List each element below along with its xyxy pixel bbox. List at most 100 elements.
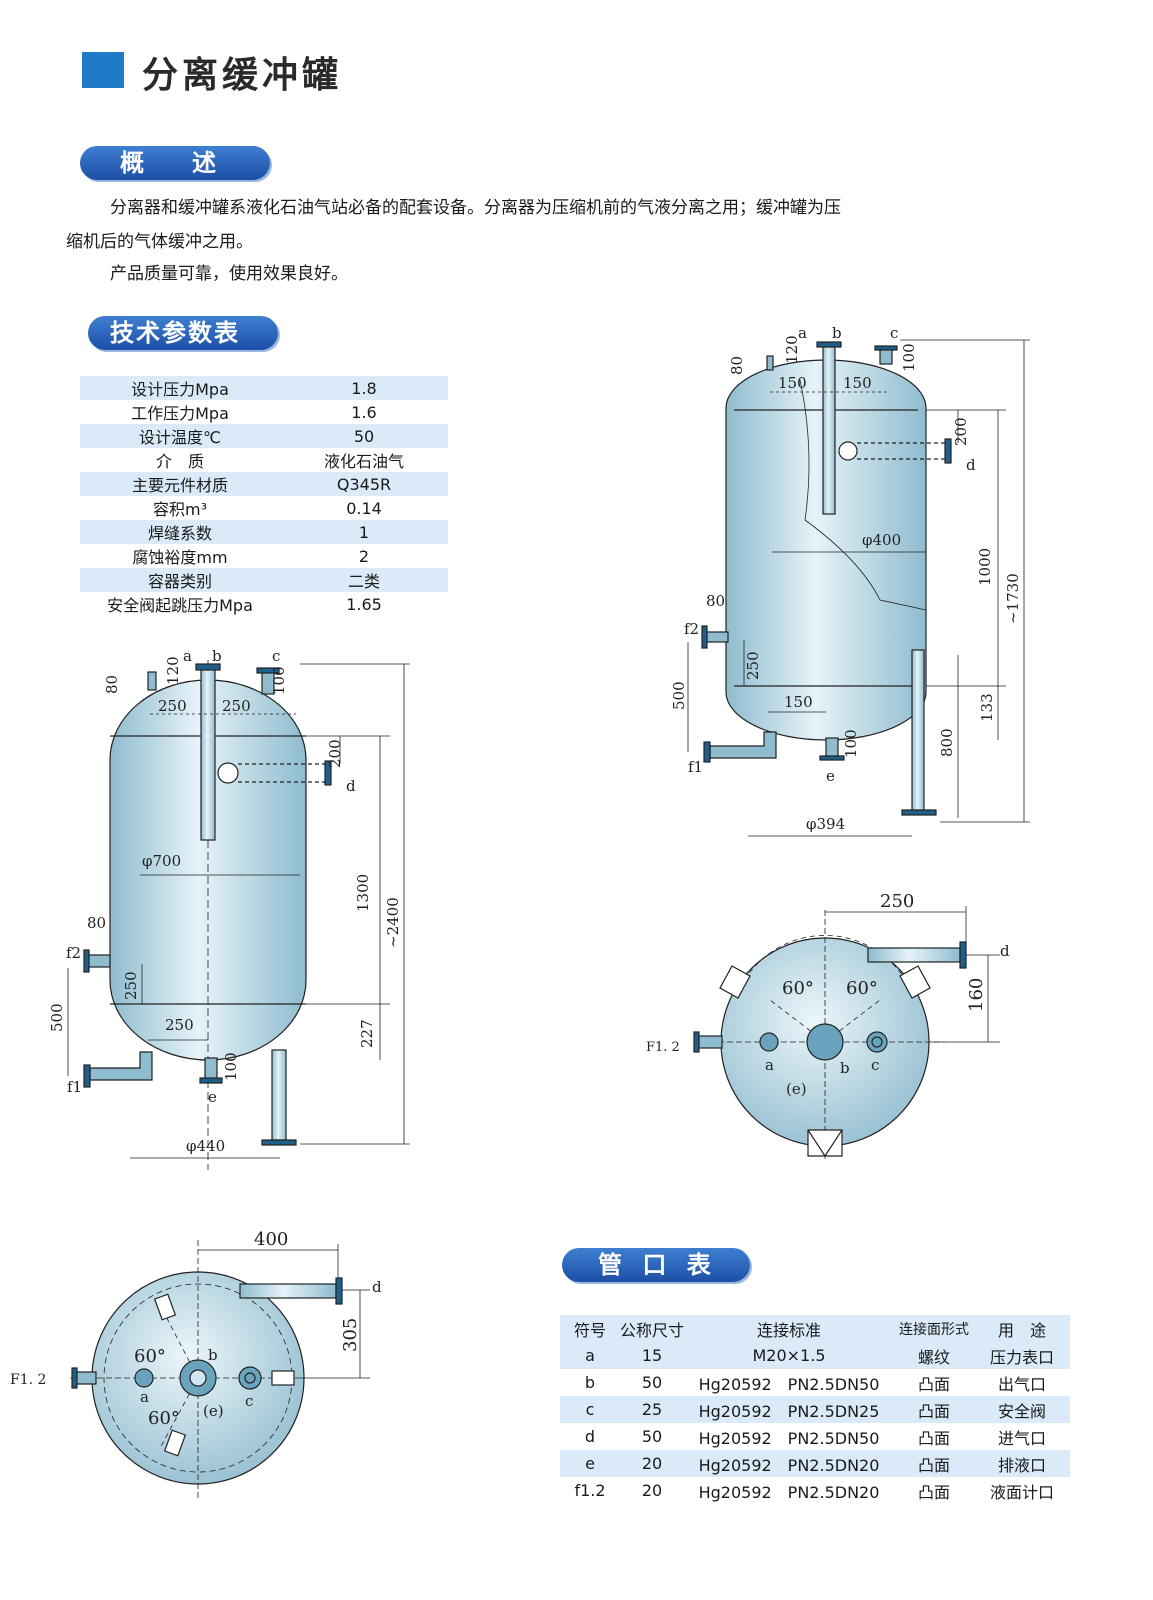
large-dim-100: 100 — [270, 666, 288, 695]
spec-heading: 技术参数表 — [88, 316, 278, 350]
small-dim-phi394: φ394 — [806, 815, 845, 833]
small-dim-150b: 150 — [843, 374, 872, 392]
small-dim-phi400: φ400 — [862, 531, 901, 549]
overview-text-2: 产品质量可靠，使用效果良好。 — [110, 264, 348, 284]
top-large-label-e: (e) — [203, 1402, 224, 1420]
top-small-dim-160: 160 — [966, 978, 987, 1012]
small-dim-100: 100 — [900, 343, 918, 372]
nozzle-f2 — [87, 954, 111, 968]
nozzle-b — [200, 667, 216, 841]
top-small-label-a: a — [765, 1056, 774, 1074]
nozzle-e — [204, 1057, 218, 1081]
large-label-c: c — [272, 647, 280, 665]
small-dim-80b: 80 — [706, 592, 725, 610]
small-label-c: c — [890, 324, 898, 342]
small-label-f1: f1 — [688, 758, 703, 776]
top-view-small: 250 160 60° 60° F1. 2 a b c d (e) — [646, 891, 1010, 1160]
large-dim-1300: 1300 — [354, 874, 372, 912]
overview-text-1: 分离器和缓冲罐系液化石油气站必备的配套设备。分离器为压缩机前的气液分离之用；缓冲… — [110, 198, 841, 218]
small-dim-200: 200 — [952, 417, 970, 446]
top-small-label-d: d — [1000, 942, 1010, 960]
large-label-e: e — [208, 1088, 217, 1106]
top-large-label-f: F1. 2 — [10, 1372, 46, 1388]
large-dim-227: 227 — [358, 1019, 376, 1048]
large-dim-250c: 250 — [165, 1016, 194, 1034]
large-dim-phi440: φ440 — [186, 1137, 225, 1155]
large-label-a: a — [183, 647, 192, 665]
large-dim-2400: ~2400 — [384, 897, 402, 948]
title-block-icon — [82, 52, 124, 88]
small-label-d: d — [966, 456, 976, 474]
top-small-angle-2: 60° — [846, 978, 878, 999]
small-dim-100b: 100 — [842, 729, 860, 758]
top-large-label-c: c — [245, 1392, 253, 1410]
nozzle-a — [147, 671, 157, 691]
top-large-dim-400: 400 — [254, 1229, 288, 1250]
top-view-large: 400 305 60° 60° F1. 2 a b c d (e) — [10, 1229, 382, 1500]
overview-heading: 概 述 — [80, 146, 270, 180]
small-dim-250-vert: 250 — [744, 651, 762, 680]
top-large-label-b: b — [208, 1346, 218, 1364]
top-small-label-f: F1. 2 — [646, 1040, 680, 1055]
large-dim-120: 120 — [164, 656, 182, 685]
top-large-dim-305: 305 — [340, 1318, 361, 1352]
large-label-d: d — [346, 777, 356, 795]
small-label-b: b — [832, 324, 842, 342]
pipe-heading: 管 口 表 — [562, 1248, 750, 1282]
nozzle-f1 — [89, 1051, 153, 1081]
overview-text-1b: 缩机后的气体缓冲之用。 — [66, 232, 253, 252]
small-label-e: e — [826, 767, 835, 785]
top-small-label-c: c — [871, 1056, 879, 1074]
small-dim-133: 133 — [978, 693, 996, 722]
small-dim-120: 120 — [783, 335, 801, 364]
top-small-dim-250: 250 — [880, 891, 914, 912]
top-small-angle-1: 60° — [782, 978, 814, 999]
small-dim-1000: 1000 — [976, 548, 994, 586]
small-vessel-drawing: a b c d e f1 f2 80 120 100 150 150 200 φ… — [670, 324, 1030, 837]
top-large-angle-2: 60° — [148, 1408, 180, 1429]
large-dim-200: 200 — [326, 739, 344, 768]
small-dim-150a: 150 — [778, 374, 807, 392]
top-large-angle-1: 60° — [134, 1346, 166, 1367]
top-large-label-a: a — [140, 1388, 149, 1406]
large-label-f2: f2 — [66, 944, 81, 962]
large-label-f1: f1 — [67, 1078, 82, 1096]
large-dim-250-vert: 250 — [122, 971, 140, 1000]
nozzle-b-small — [822, 345, 836, 515]
large-vessel-drawing: a b c d e f1 f2 80 120 100 250 250 200 φ… — [48, 647, 410, 1170]
large-dim-250b: 250 — [222, 697, 251, 715]
large-dim-500: 500 — [48, 1003, 66, 1032]
small-label-f2: f2 — [684, 620, 699, 638]
large-dim-80: 80 — [103, 675, 121, 694]
top-small-label-b: b — [840, 1059, 850, 1077]
table-header-row: 符号 公称尺寸 连接标准 连接面形式 用 途 — [560, 1315, 1070, 1342]
small-dim-80: 80 — [728, 356, 746, 375]
small-label-a: a — [798, 324, 807, 342]
large-dim-80b: 80 — [87, 914, 106, 932]
table-row: 容器类别二类 — [80, 568, 448, 592]
large-dim-250a: 250 — [158, 697, 187, 715]
small-dim-500: 500 — [670, 681, 688, 710]
page-title: 分离缓冲罐 — [142, 55, 343, 96]
top-small-label-e: (e) — [786, 1080, 807, 1098]
top-large-label-d: d — [372, 1278, 382, 1296]
large-label-b: b — [212, 647, 222, 665]
large-dim-100b: 100 — [222, 1052, 240, 1081]
nozzle-d — [324, 760, 332, 786]
